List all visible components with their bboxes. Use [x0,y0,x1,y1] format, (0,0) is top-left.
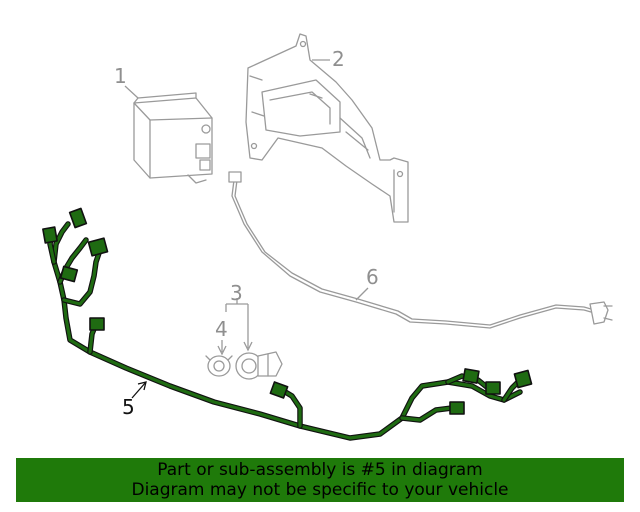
callout-5-leader [131,381,147,399]
harness-connector [87,237,109,257]
part-6-cable[interactable] [228,171,613,329]
callout-3-arrow [243,341,253,352]
callout-6-leader [355,287,369,301]
banner-line-2: Diagram may not be specific to your vehi… [131,480,509,500]
callout-3: 3 [230,281,243,305]
callout-1: 1 [114,64,127,88]
harness-connector [89,317,105,331]
part-4-retainer[interactable] [205,355,233,377]
harness-connector [449,401,465,415]
part-2-bracket[interactable] [245,33,409,223]
harness-connector [513,369,533,389]
callout-4: 4 [215,317,228,341]
callout-2: 2 [332,47,345,71]
callout-5: 5 [122,395,135,419]
part-1-control-module[interactable] [133,92,213,184]
part-3-sensor[interactable] [235,351,283,380]
callout-3-leader [225,298,249,348]
harness-connector [42,226,58,244]
callout-4-arrow [217,345,227,356]
harness-connector [68,207,88,229]
callout-5-arrow [137,381,147,391]
callout-1-leader [124,85,139,99]
callout-6: 6 [366,265,379,289]
harness-connector [485,381,501,395]
part-5-wiring-harness[interactable] [42,207,533,441]
banner-line-1: Part or sub-assembly is #5 in diagram [157,460,483,480]
harness-connector [269,381,289,399]
harness-connector [462,368,480,384]
harness-connector [59,265,79,283]
part-notice-banner: Part or sub-assembly is #5 in diagram Di… [16,458,624,502]
